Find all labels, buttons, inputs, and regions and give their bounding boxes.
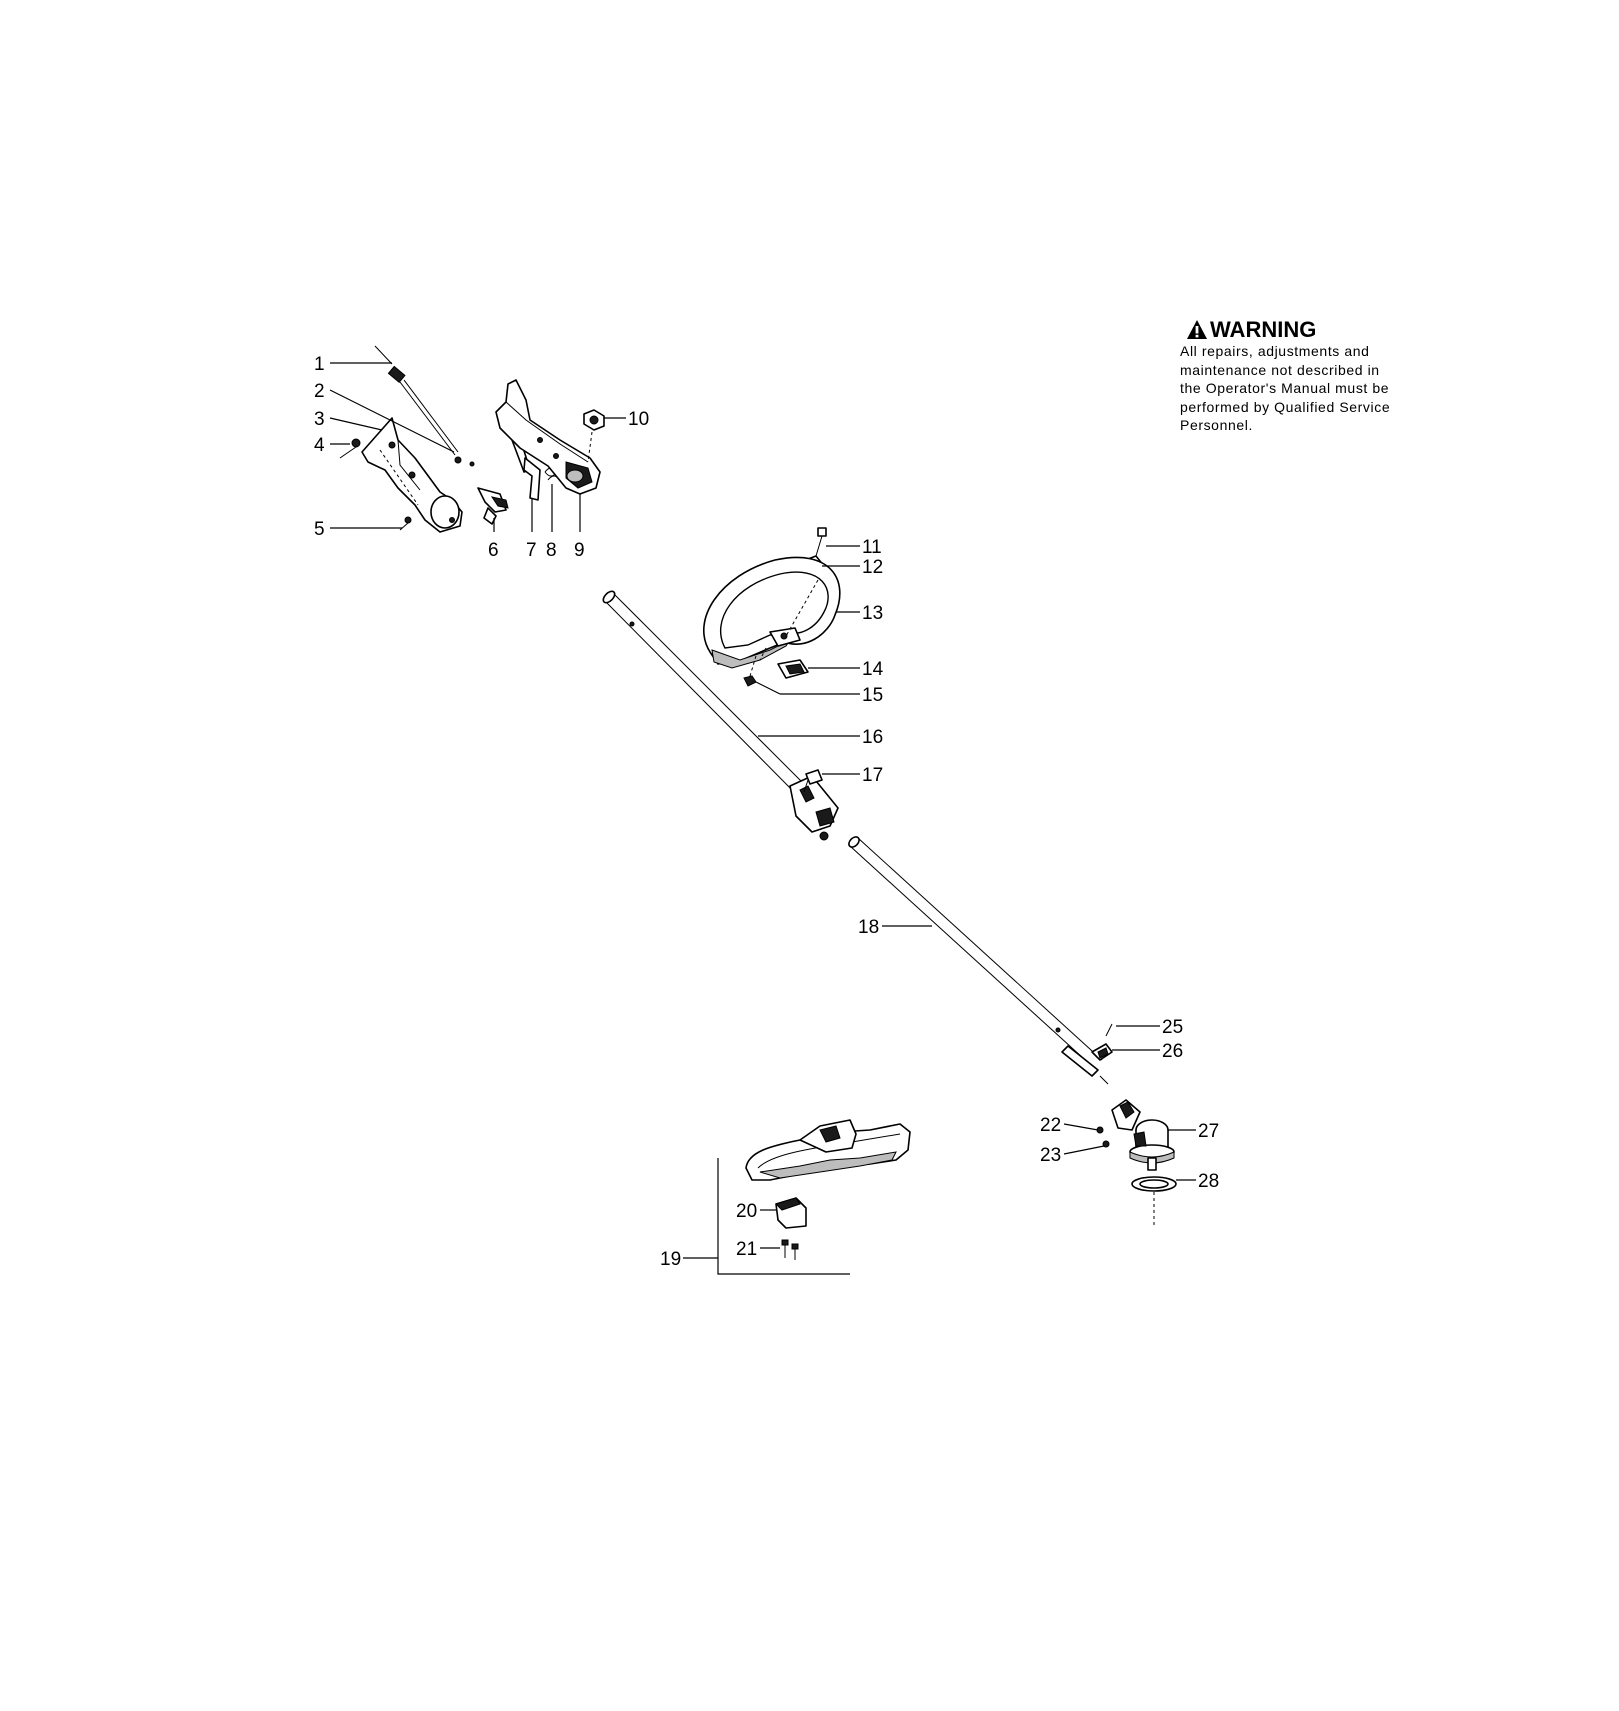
warning-title: WARNING bbox=[1180, 318, 1440, 342]
warning-line: All repairs, adjustments and bbox=[1180, 343, 1370, 359]
throttle-housing bbox=[495, 379, 601, 495]
callout-2: 2 bbox=[314, 381, 325, 402]
gearhead bbox=[1111, 1099, 1175, 1171]
callout-26: 26 bbox=[1162, 1041, 1183, 1062]
callout-12: 12 bbox=[862, 557, 883, 578]
callout-11: 11 bbox=[862, 537, 882, 558]
callout-6: 6 bbox=[488, 540, 499, 561]
knob bbox=[803, 769, 823, 793]
washer bbox=[1131, 1176, 1177, 1226]
callout-7: 7 bbox=[526, 540, 537, 561]
callout-labels: 1 2 3 4 5 6 7 8 9 10 11 12 13 14 15 16 1… bbox=[314, 354, 1219, 1270]
rear-handle bbox=[361, 417, 463, 533]
loop-handle bbox=[703, 556, 841, 669]
warning-line: Personnel. bbox=[1180, 417, 1253, 433]
lower-shaft bbox=[848, 836, 1109, 1085]
callout-14: 14 bbox=[862, 659, 884, 680]
warning-line: performed by Qualified Service bbox=[1180, 398, 1391, 415]
callout-15: 15 bbox=[862, 685, 883, 706]
callout-5: 5 bbox=[314, 519, 325, 540]
pin bbox=[1105, 1023, 1113, 1037]
warning-text: All repairs, adjustments and maintenance… bbox=[1180, 342, 1440, 435]
callout-28: 28 bbox=[1198, 1171, 1219, 1192]
callout-3: 3 bbox=[314, 409, 325, 430]
line-cutter-blade bbox=[775, 1197, 807, 1229]
screw-23 bbox=[1102, 1140, 1110, 1148]
warning-line: maintenance not described in bbox=[1180, 361, 1380, 378]
callout-8: 8 bbox=[546, 540, 557, 561]
shield-screws bbox=[781, 1239, 799, 1260]
callout-21: 21 bbox=[736, 1239, 757, 1260]
warning-notice: WARNING All repairs, adjustments and mai… bbox=[1180, 318, 1440, 435]
nut bbox=[583, 409, 605, 463]
warning-line: the Operator's Manual must be bbox=[1180, 380, 1390, 396]
clip bbox=[1091, 1043, 1113, 1061]
callout-10: 10 bbox=[628, 409, 649, 430]
callout-19: 19 bbox=[660, 1249, 681, 1270]
callout-13: 13 bbox=[862, 603, 883, 624]
assembly-bracket bbox=[683, 1158, 850, 1275]
throttle-trigger bbox=[511, 437, 541, 501]
handle-clamp bbox=[759, 647, 809, 679]
warning-triangle-icon bbox=[1187, 320, 1207, 339]
callout-23: 23 bbox=[1040, 1145, 1061, 1166]
debris-shield bbox=[745, 1119, 911, 1181]
callout-18: 18 bbox=[858, 917, 879, 938]
callout-22: 22 bbox=[1040, 1115, 1061, 1136]
callout-9: 9 bbox=[574, 540, 585, 561]
warning-title-text: WARNING bbox=[1210, 317, 1317, 342]
callout-17: 17 bbox=[862, 765, 883, 786]
callout-27: 27 bbox=[1198, 1121, 1219, 1142]
leader-lines bbox=[329, 362, 1196, 1249]
callout-16: 16 bbox=[862, 727, 883, 748]
bolt-11 bbox=[815, 527, 827, 557]
trigger-lock bbox=[477, 487, 509, 525]
screw-4 bbox=[339, 438, 361, 459]
throttle-cable bbox=[374, 345, 475, 467]
callout-25: 25 bbox=[1162, 1017, 1183, 1038]
callout-20: 20 bbox=[736, 1201, 757, 1222]
callout-4: 4 bbox=[314, 435, 325, 456]
screw-5 bbox=[399, 516, 412, 531]
callout-1: 1 bbox=[314, 354, 325, 375]
